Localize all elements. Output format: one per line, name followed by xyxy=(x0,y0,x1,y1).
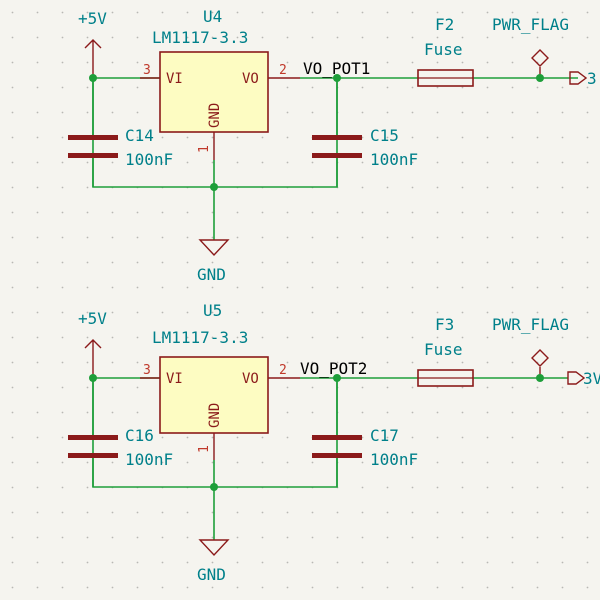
pin-gnd-label: GND xyxy=(207,103,223,128)
power-5v-symbol[interactable]: +5V xyxy=(78,9,107,78)
fuse-ref: F3 xyxy=(435,315,454,334)
pin2-number: 2 xyxy=(279,363,287,378)
net-label[interactable]: VO_POT2 xyxy=(300,359,367,378)
fuse-value: Fuse xyxy=(424,340,463,359)
power-label: +5V xyxy=(78,9,107,28)
pin-vi-label: VI xyxy=(166,371,183,387)
output-label-text: 3 xyxy=(587,69,597,88)
flag-label: PWR_FLAG xyxy=(492,315,569,334)
cap-value: 100nF xyxy=(125,450,173,469)
regulator-u4[interactable]: U4 LM1117-3.3 VI VO GND 3 2 1 xyxy=(140,7,300,160)
cap-value: 100nF xyxy=(125,150,173,169)
fuse-f2[interactable]: F2 Fuse xyxy=(417,15,474,87)
cap-ref: C14 xyxy=(125,126,154,145)
cap-ref: C16 xyxy=(125,426,154,445)
capacitor-c14[interactable]: C14 100nF xyxy=(68,78,173,187)
pin1-number: 1 xyxy=(197,445,212,453)
fuse-ref: F2 xyxy=(435,15,454,34)
ground-symbol[interactable]: GND xyxy=(197,539,230,584)
output-label[interactable]: 3 xyxy=(569,69,597,88)
pin-vo-label: VO xyxy=(242,371,259,387)
regulator-value: LM1117-3.3 xyxy=(152,28,248,47)
power-5v-symbol[interactable]: +5V xyxy=(78,309,107,378)
cap-ref: C15 xyxy=(370,126,399,145)
pin-vo-label: VO xyxy=(242,71,259,87)
pin1-number: 1 xyxy=(197,145,212,153)
fuse-f3[interactable]: F3 Fuse xyxy=(417,315,474,387)
regulator-u5[interactable]: U5 LM1117-3.3 VI VO GND 3 2 1 xyxy=(140,301,300,460)
cap-ref: C17 xyxy=(370,426,399,445)
cap-value: 100nF xyxy=(370,450,418,469)
capacitor-c17[interactable]: C17 100nF xyxy=(312,378,418,487)
output-label[interactable]: 3V xyxy=(567,369,600,388)
capacitor-c15[interactable]: C15 100nF xyxy=(312,78,418,187)
junctions xyxy=(89,374,544,491)
regulator-ref: U5 xyxy=(203,301,222,320)
pin-vi-label: VI xyxy=(166,71,183,87)
fuse-value: Fuse xyxy=(424,40,463,59)
power-label: +5V xyxy=(78,309,107,328)
gnd-label: GND xyxy=(197,265,226,284)
net-label[interactable]: VO_POT1 xyxy=(303,59,370,78)
pin2-number: 2 xyxy=(279,63,287,78)
ground-symbol[interactable]: GND xyxy=(197,239,230,284)
cap-value: 100nF xyxy=(370,150,418,169)
regulator-block-2: +5V U5 LM1117-3.3 VI VO GND 3 2 1 C16 10… xyxy=(68,301,600,584)
gnd-label: GND xyxy=(197,565,226,584)
pin-gnd-label: GND xyxy=(207,403,223,428)
regulator-block-1: +5V U4 LM1117-3.3 VI VO GND 3 2 1 C14 10… xyxy=(68,7,597,284)
output-label-text: 3V xyxy=(583,369,600,388)
capacitor-c16[interactable]: C16 100nF xyxy=(68,378,173,487)
pin3-number: 3 xyxy=(143,363,151,378)
regulator-value: LM1117-3.3 xyxy=(152,328,248,347)
junctions xyxy=(89,74,544,191)
pin3-number: 3 xyxy=(143,63,151,78)
flag-label: PWR_FLAG xyxy=(492,15,569,34)
regulator-ref: U4 xyxy=(203,7,222,26)
